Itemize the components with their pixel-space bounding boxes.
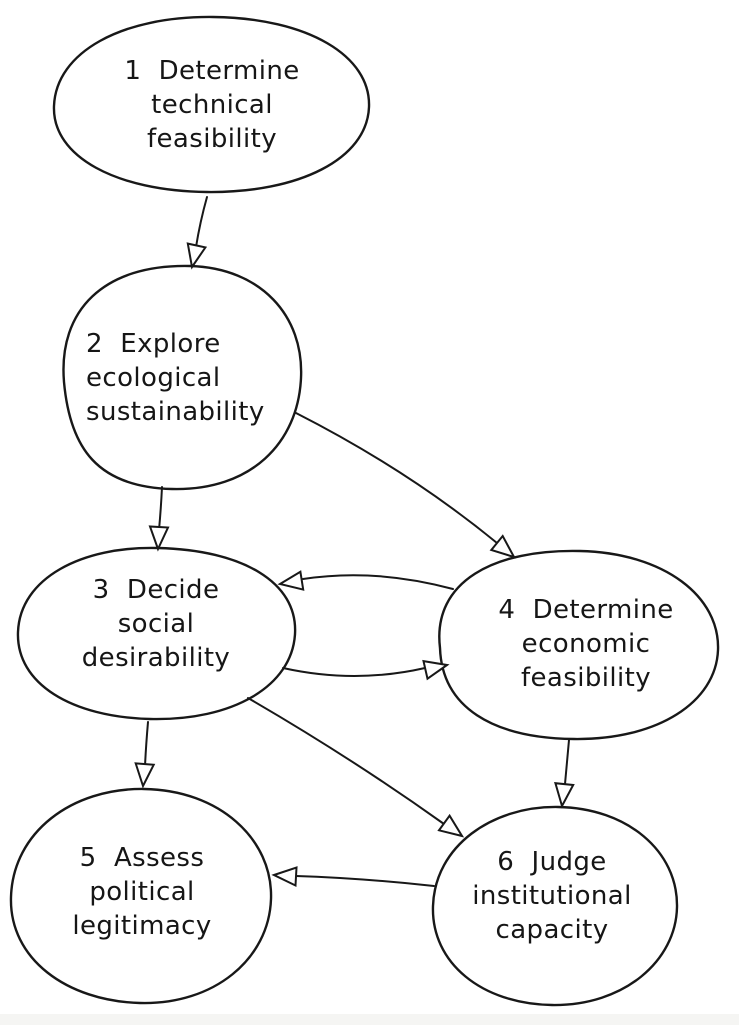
edge-4-to-3-arrowhead <box>277 570 305 591</box>
edge-1-to-2-line <box>195 196 208 248</box>
node-4-shape <box>438 549 720 741</box>
edge-3-to-4-arrowhead <box>422 659 450 681</box>
edge-6-to-5 <box>271 866 435 888</box>
node-5-shape <box>9 787 273 1005</box>
edge-2-to-4 <box>295 412 517 559</box>
page-bottom-edge <box>0 1014 739 1025</box>
node-3-label: 3 Decide social desirability <box>81 575 231 673</box>
node-1-shape <box>52 15 371 194</box>
edge-3-to-5 <box>134 721 156 789</box>
edge-2-to-4-arrowhead <box>489 534 517 559</box>
edge-2-to-4-line <box>295 412 498 544</box>
edge-6-to-5-arrowhead <box>271 866 298 888</box>
node-2-shape <box>62 264 303 491</box>
edge-1-to-2-arrowhead <box>186 242 208 270</box>
edge-4-to-3 <box>277 570 454 591</box>
node-6-label: 6 Judge institutional capacity <box>472 847 632 945</box>
edge-4-to-6 <box>554 739 575 809</box>
edge-3-to-5-line <box>144 721 149 767</box>
edge-3-to-4 <box>282 659 450 681</box>
edge-3-to-6-arrowhead <box>437 813 465 838</box>
node-5-label: 5 Assess political legitimacy <box>72 843 212 941</box>
edge-2-to-3 <box>148 486 170 552</box>
node-3-shape <box>16 546 297 721</box>
edge-3-to-4-line <box>282 667 426 677</box>
edge-1-to-2 <box>186 196 208 270</box>
node-6-shape <box>431 805 679 1007</box>
edge-4-to-3-line <box>302 574 454 590</box>
edge-3-to-6 <box>247 697 465 838</box>
edge-3-to-6-line <box>247 697 445 825</box>
edge-2-to-3-line <box>158 486 163 531</box>
edge-6-to-5-line <box>295 875 435 887</box>
edge-2-to-3-arrowhead <box>148 525 170 552</box>
node-2-label: 2 Explore ecological sustainability <box>86 329 265 427</box>
edge-4-to-6-line <box>564 739 570 785</box>
edge-4-to-6-arrowhead <box>554 782 575 809</box>
node-1-label: 1 Determine technical feasibility <box>124 56 300 154</box>
edge-3-to-5-arrowhead <box>134 762 156 789</box>
node-4-label: 4 Determine economic feasibility <box>498 595 674 693</box>
